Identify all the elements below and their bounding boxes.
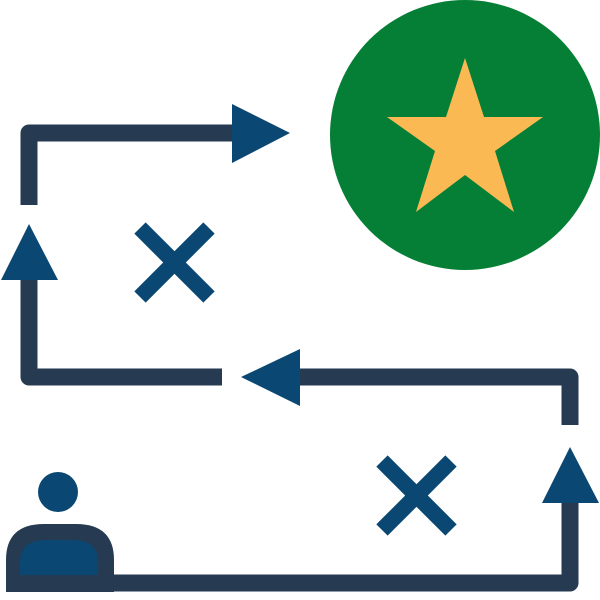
path-bottom (112, 503, 579, 592)
arrow-up-right-icon (542, 447, 599, 503)
person-head (38, 472, 78, 512)
arrow-up-left-icon (1, 224, 58, 280)
x-mark-icon (376, 455, 457, 536)
x-mark-icon (134, 222, 215, 303)
star-icon (387, 58, 543, 212)
path-top (20, 124, 238, 205)
goal-badge (330, 0, 600, 270)
arrow-right-icon (232, 104, 290, 163)
person-icon (6, 472, 114, 592)
path-right-upper (300, 368, 579, 425)
person-body-inner (20, 540, 98, 575)
arrow-left-icon (241, 349, 300, 406)
path-left-lower (20, 280, 222, 386)
